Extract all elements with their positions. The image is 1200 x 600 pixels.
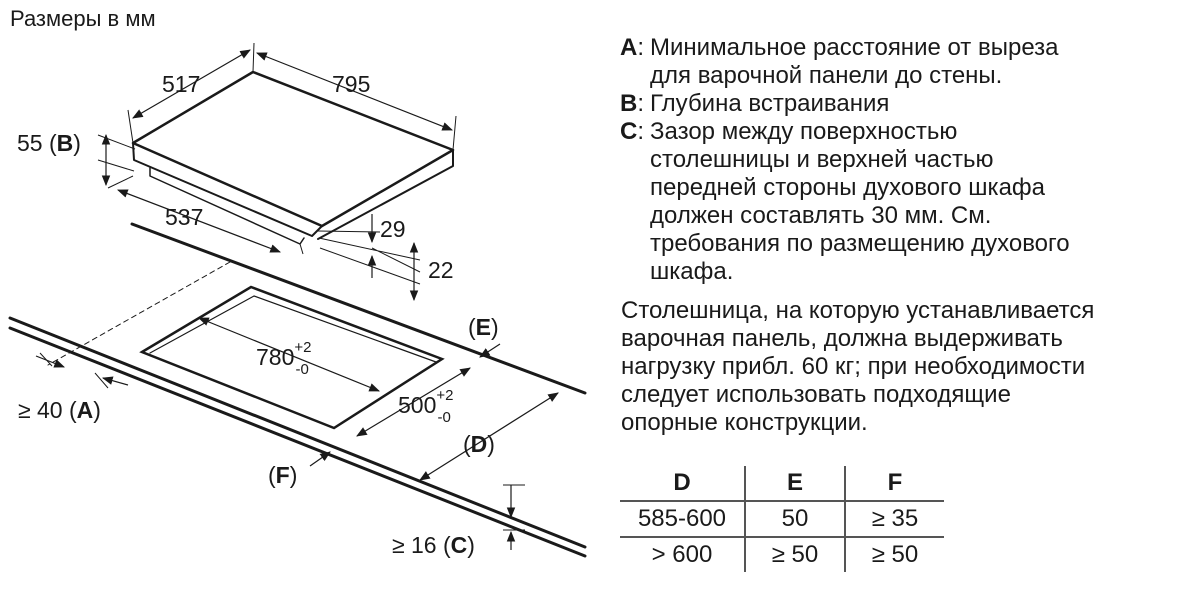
legend-line: Минимальное расстояние от выреза <box>650 34 1059 61</box>
legend-item-c: C: Зазор между поверхностью столешницы и… <box>620 118 1195 286</box>
legend-item-b: B: Глубина встраивания <box>620 90 1195 118</box>
worktop-back-edge <box>130 222 587 395</box>
dim-line-f <box>309 451 331 467</box>
note-line: варочная панель, должна выдерживать <box>621 325 1063 352</box>
label-e: (E) <box>468 314 499 340</box>
table-header-f: F <box>845 466 944 502</box>
label-517: 517 <box>162 71 200 97</box>
legend-line: столешницы и верхней частью <box>650 146 994 173</box>
note-line: Столешница, на которую устанавливается <box>621 297 1095 324</box>
dim-line-780 <box>197 317 381 392</box>
dim-line-537 <box>116 189 282 253</box>
dim-line-517 <box>132 49 251 119</box>
table-cell: 50 <box>744 501 846 538</box>
worktop-load-note: Столешница, на которую устанавливается в… <box>621 297 1196 437</box>
legend-text-b: Глубина встраивания <box>650 90 889 118</box>
clearance-table: D E F 585-600 50 ≥ 35 > 600 ≥ 50 ≥ 50 <box>620 466 944 572</box>
label-780: 780+2-0 <box>256 339 311 378</box>
label-500: 500+2-0 <box>398 387 453 426</box>
legend-key-b: B <box>620 90 638 117</box>
legend: A: Минимальное расстояние от выреза для … <box>620 34 1195 286</box>
table-cell: > 600 <box>651 541 713 568</box>
table-header-row: D E F <box>620 466 944 502</box>
page-title: Размеры в мм <box>10 6 156 31</box>
dim-line-a-right <box>101 376 129 386</box>
table-row: > 600 ≥ 50 ≥ 50 <box>620 537 944 572</box>
label-40-a: ≥ 40 (A) <box>18 397 101 423</box>
table-cell: ≥ 50 <box>744 537 846 572</box>
note-line: следует использовать подходящие <box>621 381 1011 408</box>
legend-line: требования по размещению духового <box>650 230 1070 257</box>
legend-key-a: A <box>620 34 638 61</box>
label-d: (D) <box>463 431 495 457</box>
label-795: 795 <box>332 71 370 97</box>
worktop-front-edge <box>8 316 587 558</box>
table-header-d: D <box>620 466 745 502</box>
dim-line-a-left <box>35 355 66 368</box>
worktop-drawing <box>8 222 587 558</box>
legend-line: шкафа. <box>650 258 734 285</box>
table-cell: ≥ 50 <box>871 541 919 568</box>
dim-line-d <box>419 392 559 481</box>
legend-colon: : <box>637 34 645 61</box>
table-cell: ≥ 35 <box>845 501 944 538</box>
legend-item-a: A: Минимальное расстояние от выреза для … <box>620 34 1195 90</box>
legend-line: для варочной панели до стены. <box>650 62 1003 89</box>
cutout-outline <box>139 285 445 430</box>
extension-line-path <box>39 42 525 531</box>
legend-key-c: C <box>620 118 638 145</box>
installation-diagram: 517 795 55 (B) 537 29 22 780+2-0 500+2-0… <box>8 42 587 558</box>
note-line: опорные конструкции. <box>621 409 868 436</box>
table-header-e: E <box>744 466 846 502</box>
note-line: нагрузку прибл. 60 кг; при необходимости <box>621 353 1086 380</box>
label-16-c: ≥ 16 (C) <box>392 532 475 558</box>
table-cell: 585-600 <box>620 501 745 538</box>
dim-line-e <box>479 343 501 358</box>
extension-lines <box>39 42 525 531</box>
table-row: 585-600 50 ≥ 35 <box>620 501 944 538</box>
label-55-b: 55 (B) <box>17 130 81 156</box>
legend-line: должен составлять 30 мм. См. <box>650 202 992 229</box>
legend-text-c: Зазор между поверхностью столешницы и ве… <box>650 118 1070 286</box>
label-29: 29 <box>380 216 406 242</box>
label-537: 537 <box>165 204 203 230</box>
legend-colon: : <box>637 90 645 117</box>
legend-colon: : <box>637 118 645 145</box>
legend-line: Зазор между поверхностью <box>650 118 958 145</box>
legend-line: передней стороны духового шкафа <box>650 174 1046 201</box>
dim-line-500 <box>356 367 471 437</box>
label-22: 22 <box>428 257 454 283</box>
legend-text-a: Минимальное расстояние от выреза для вар… <box>650 34 1058 90</box>
wall-reference-line <box>47 261 231 366</box>
dim-line-795 <box>255 52 454 131</box>
label-f: (F) <box>268 462 297 488</box>
legend-line: Глубина встраивания <box>650 90 890 117</box>
